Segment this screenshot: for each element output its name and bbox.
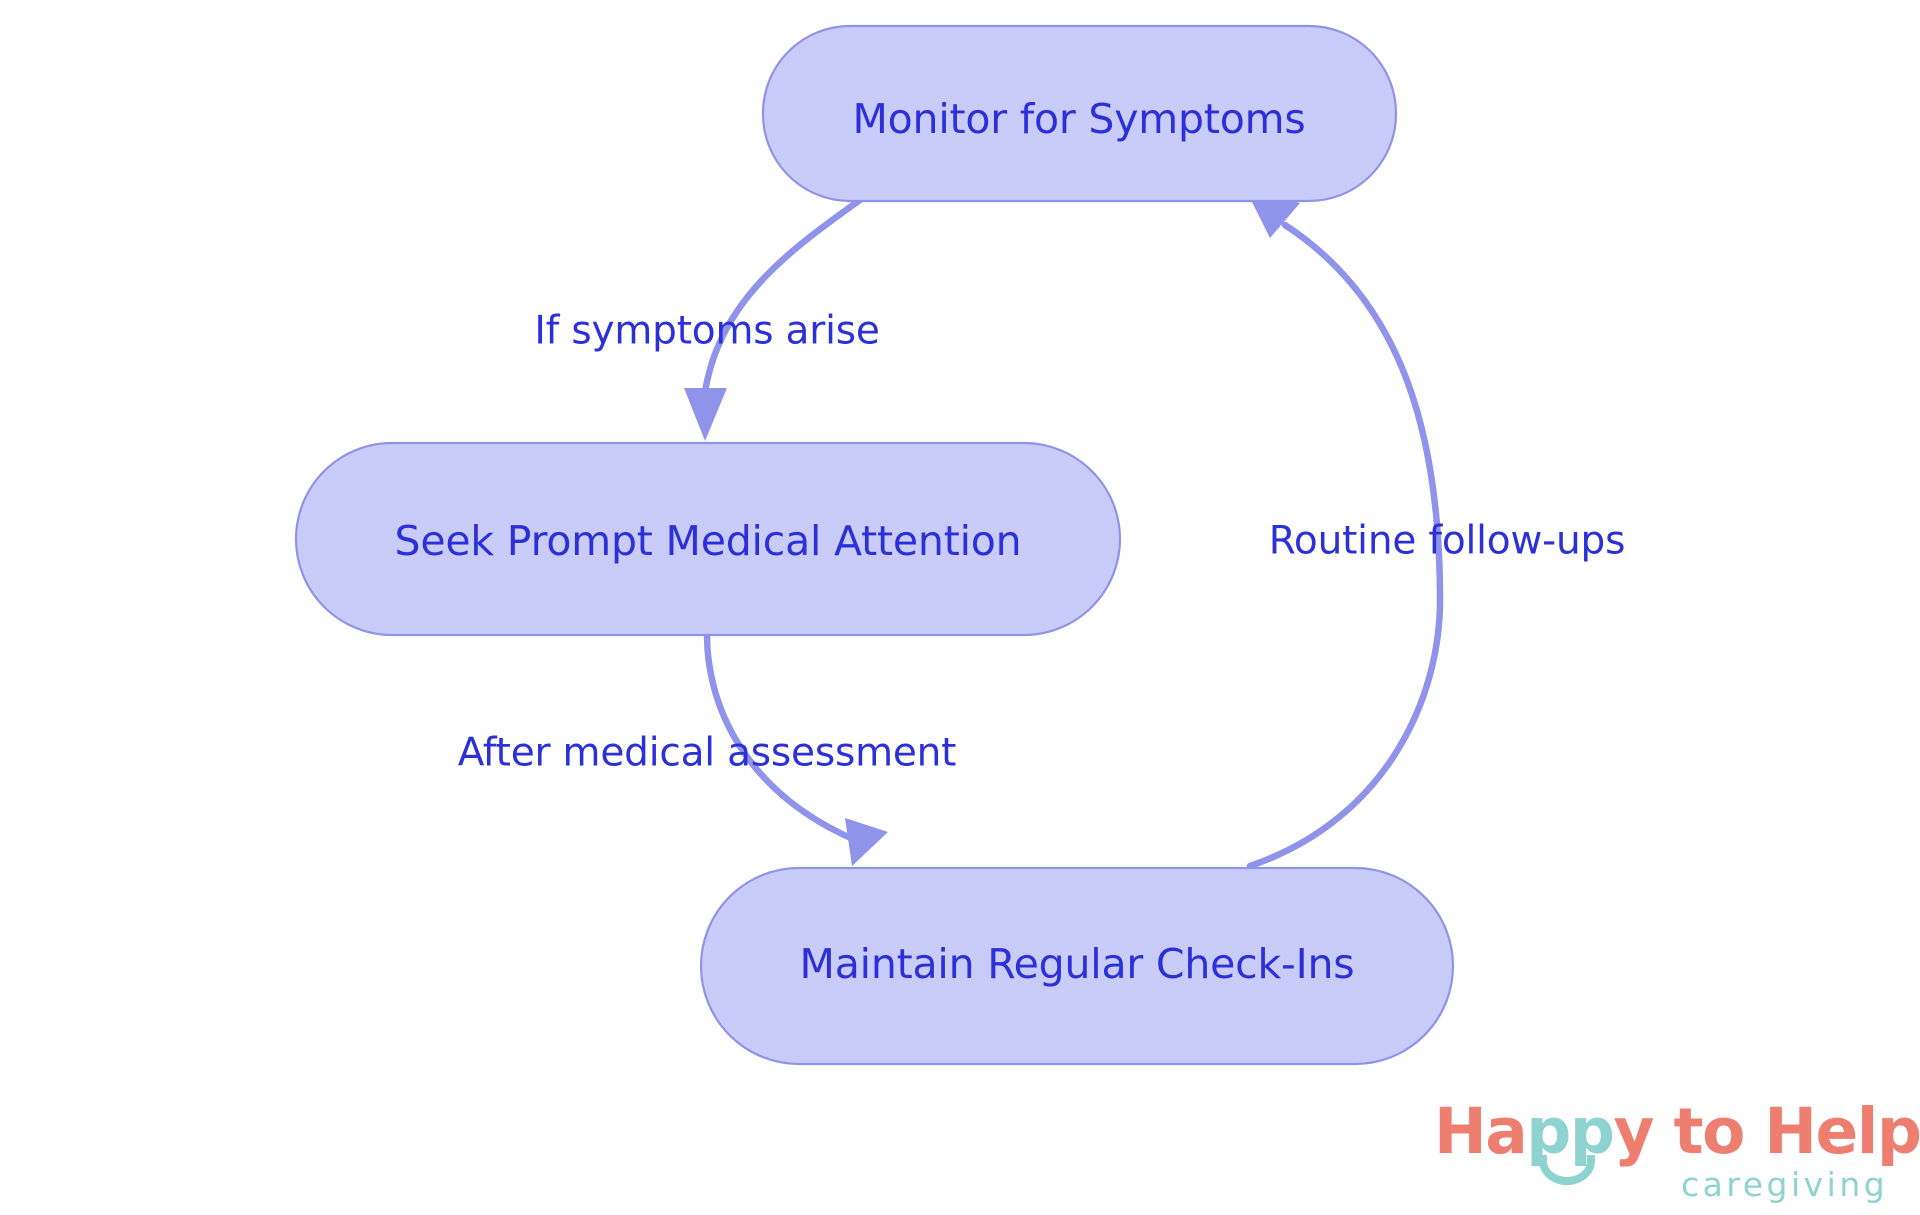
node-monitor-for-symptoms-label: Monitor for Symptoms bbox=[852, 95, 1305, 143]
logo-word-part-3: y to Help bbox=[1613, 1095, 1920, 1168]
edge-maintain-to-monitor-path bbox=[1246, 221, 1444, 870]
node-monitor-for-symptoms-shape[interactable] bbox=[761, 24, 1398, 203]
edge-label-if-symptoms-arise: If symptoms arise bbox=[534, 309, 879, 354]
node-monitor-for-symptoms[interactable]: Monitor for Symptoms bbox=[761, 24, 1398, 203]
node-maintain-regular-check-ins[interactable]: Maintain Regular Check-Ins bbox=[699, 866, 1455, 1066]
brand-logo: Happy to Help caregiving bbox=[1434, 1099, 1920, 1211]
node-maintain-regular-check-ins-shape[interactable] bbox=[699, 866, 1455, 1066]
node-maintain-regular-check-ins-label: Maintain Regular Check-Ins bbox=[800, 940, 1355, 988]
edge-monitor-to-seek-path bbox=[701, 196, 864, 396]
logo-tagline: caregiving bbox=[1681, 1165, 1889, 1204]
node-seek-prompt-medical-attention-shape[interactable] bbox=[294, 441, 1122, 637]
logo-wordmark: Happy to Help bbox=[1434, 1099, 1920, 1165]
logo-word-part-1: Ha bbox=[1434, 1095, 1528, 1168]
edge-label-after-medical-assessment: After medical assessment bbox=[458, 731, 957, 776]
edge-monitor-to-seek-arrowhead bbox=[684, 388, 727, 441]
edge-seek-to-maintain-arrowhead bbox=[845, 818, 888, 866]
node-seek-prompt-medical-attention[interactable]: Seek Prompt Medical Attention bbox=[294, 441, 1122, 637]
edge-monitor-to-seek bbox=[684, 196, 864, 441]
edge-seek-to-maintain-path bbox=[703, 631, 859, 844]
node-seek-prompt-medical-attention-label: Seek Prompt Medical Attention bbox=[395, 517, 1022, 565]
logo-word-part-pp: pp bbox=[1526, 1095, 1615, 1168]
edge-label-routine-follow-ups: Routine follow-ups bbox=[1269, 519, 1625, 564]
smile-icon bbox=[1539, 1155, 1595, 1185]
edge-seek-to-maintain bbox=[703, 631, 888, 866]
